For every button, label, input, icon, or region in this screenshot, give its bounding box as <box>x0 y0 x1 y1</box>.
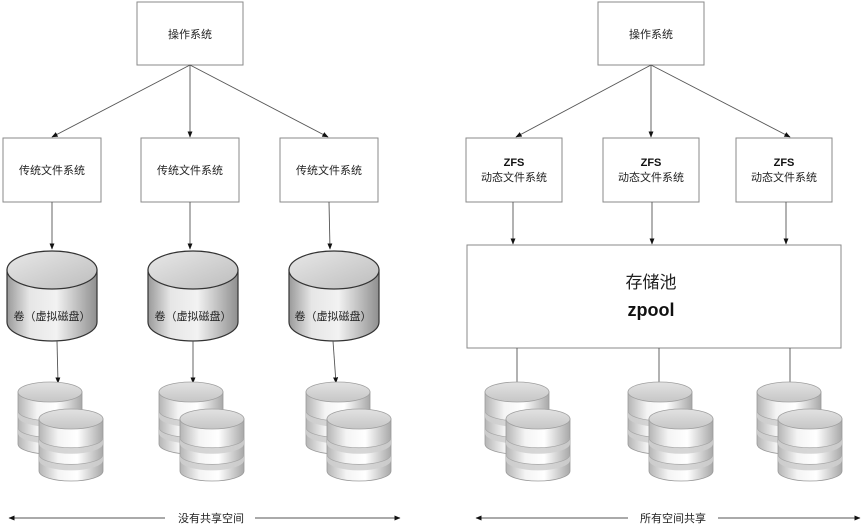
right-fs-title-1: ZFS <box>504 157 525 169</box>
right-fs-box-2 <box>602 137 700 203</box>
volume-cylinder-1: 卷（虚拟磁盘） <box>6 250 98 342</box>
disk-stack-left-1-disk-front <box>38 408 104 482</box>
left-fs-box-1 <box>2 137 102 203</box>
disk-stack-left-3-disk-front <box>326 408 392 482</box>
right-fs-box-1 <box>465 137 563 203</box>
volume-cylinder-3: 卷（虚拟磁盘） <box>288 250 380 342</box>
disk-stack-right-2-disk-front <box>648 408 714 482</box>
left-os-box <box>136 1 244 66</box>
storage-pool-box <box>466 244 842 349</box>
left-os-arrow-3 <box>189 64 329 138</box>
left-os-label: 操作系统 <box>168 27 212 41</box>
right-fs-title-3: ZFS <box>774 157 795 169</box>
volume-label-1: 卷（虚拟磁盘） <box>14 309 91 323</box>
storage-pool-title: 存储池 <box>626 273 677 293</box>
right-fs-label-3: 动态文件系统 <box>751 170 817 184</box>
right-fs-title-2: ZFS <box>641 157 662 169</box>
right-fs-label-2: 动态文件系统 <box>618 170 684 184</box>
right-os-arrow-3 <box>650 64 791 138</box>
right-fs-label-1: 动态文件系统 <box>481 170 547 184</box>
disk-stack-right-1-disk-front <box>505 408 571 482</box>
left-vol-arrow-3 <box>332 340 339 384</box>
left-panel: 操作系统 传统文件系统 传统文件系统 传统文件系统 卷（虚拟磁盘） 卷（虚拟磁盘… <box>2 1 401 525</box>
left-fs-label-3: 传统文件系统 <box>296 163 362 177</box>
disk-stack-left-2-disk-front <box>179 408 245 482</box>
volume-label-3: 卷（虚拟磁盘） <box>295 309 372 323</box>
right-os-box <box>597 1 705 66</box>
right-os-arrow-1 <box>515 64 652 138</box>
disk-stack-right-3-disk-front <box>777 408 843 482</box>
right-axis-label: 所有空间共享 <box>640 511 706 525</box>
left-fs-label-2: 传统文件系统 <box>157 163 223 177</box>
storage-pool-subtitle: zpool <box>628 300 675 320</box>
left-fs-label-1: 传统文件系统 <box>19 163 85 177</box>
volume-cylinder-2: 卷（虚拟磁盘） <box>147 250 239 342</box>
left-fs-box-3 <box>279 137 379 203</box>
disk-stack-left-1 <box>17 381 104 482</box>
right-fs-box-3 <box>735 137 833 203</box>
left-axis-label: 没有共享空间 <box>178 511 244 525</box>
left-fs-arrow-3 <box>327 201 333 250</box>
disk-stack-left-2 <box>158 381 245 482</box>
right-panel: 操作系统 ZFS 动态文件系统 ZFS 动态文件系统 ZFS 动态文件系统 存储… <box>465 1 861 525</box>
volume-label-2: 卷（虚拟磁盘） <box>155 309 232 323</box>
disk-stack-right-2 <box>627 381 714 482</box>
disk-stack-right-1 <box>484 381 571 482</box>
disk-stack-right-3 <box>756 381 843 482</box>
right-os-label: 操作系统 <box>629 27 673 41</box>
disk-stack-left-3 <box>305 381 392 482</box>
left-os-arrow-1 <box>51 64 191 138</box>
left-vol-arrow-1 <box>55 340 61 384</box>
